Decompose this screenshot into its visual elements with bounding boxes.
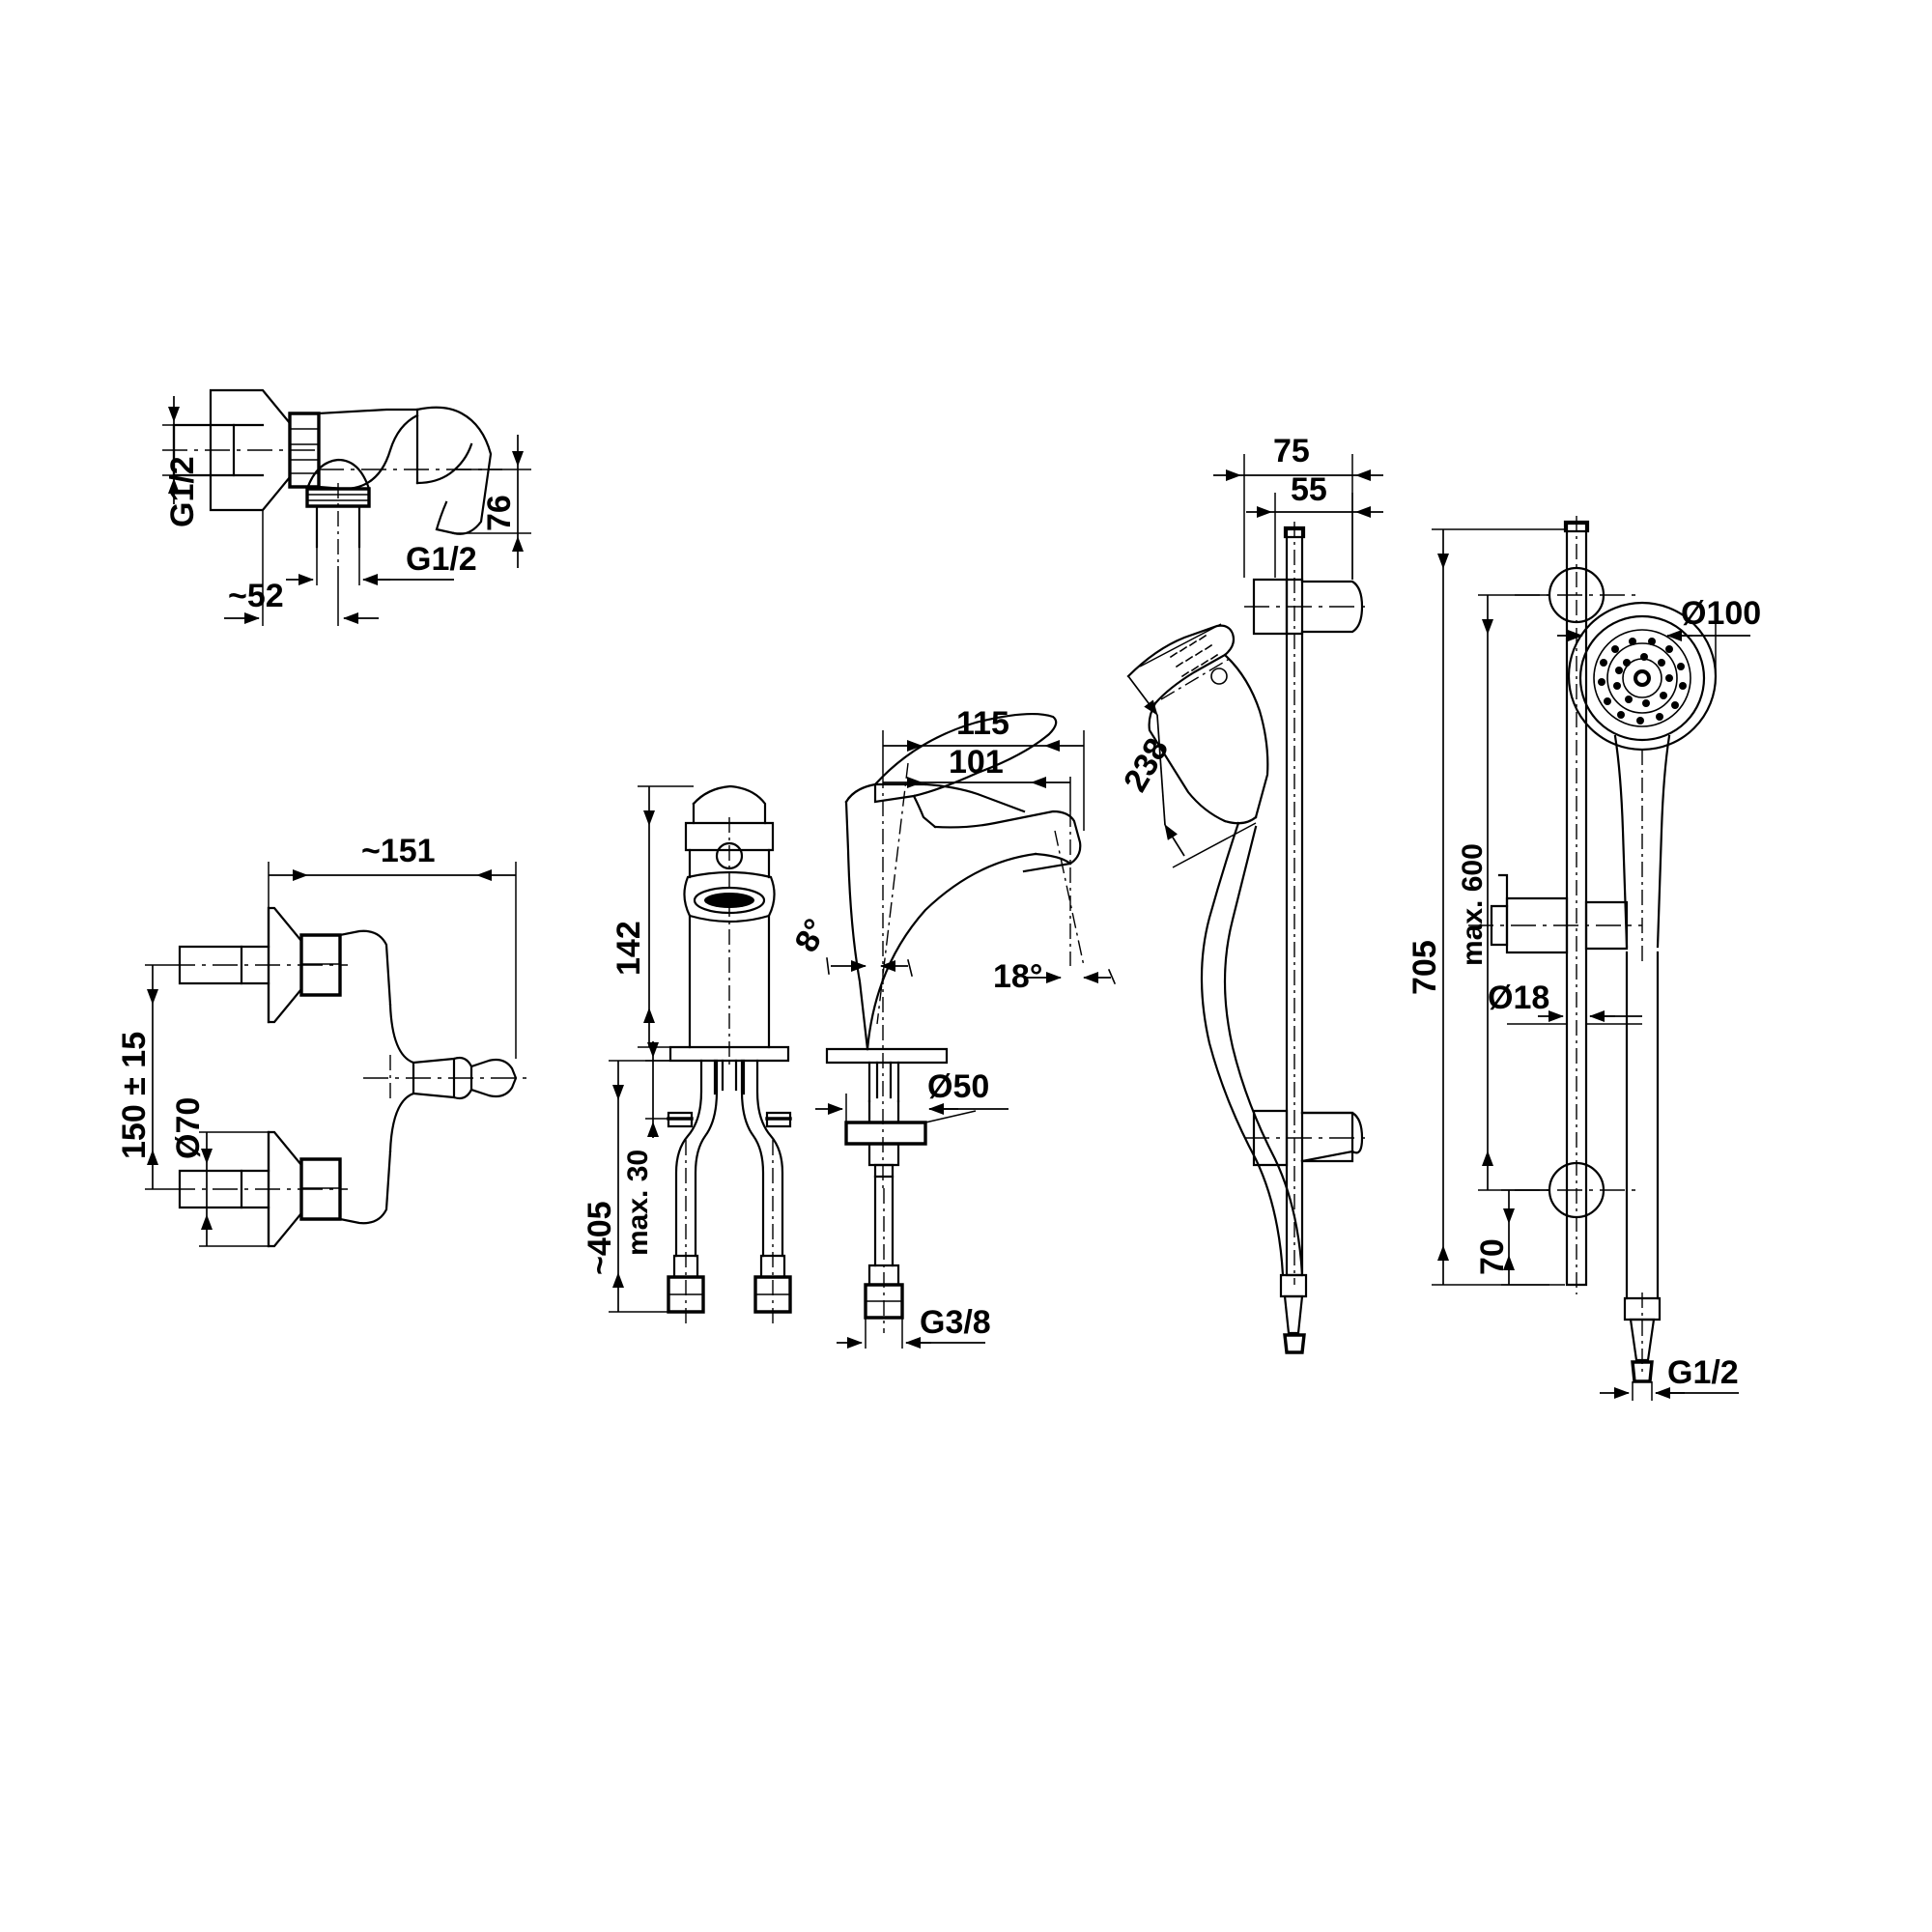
dim-label-angle-8: 8° — [788, 913, 836, 958]
dim-label-angle-18: 18° — [993, 958, 1042, 995]
view-shower-mixer-side: G1/2 76 G1/2 ~52 — [162, 388, 531, 626]
view-basin-mixer-side: 115 101 8° 18° Ø50 G3/8 — [788, 705, 1117, 1349]
dim-label-height-142: 142 — [611, 921, 647, 976]
dim-label-depth-52: ~52 — [228, 578, 284, 614]
view-shower-mixer-front: ~151 150 ± 15 Ø70 — [116, 833, 529, 1248]
dim-label-total-405: ~405 — [582, 1201, 618, 1275]
view-basin-mixer-front: 142 ~405 max. 30 — [582, 784, 792, 1323]
dim-label-rosette-70: Ø70 — [170, 1097, 207, 1159]
dim-label-rail-dia-18: Ø18 — [1488, 980, 1549, 1016]
dim-label-lower-70: 70 — [1474, 1238, 1511, 1275]
dim-label-centres-150: 150 ± 15 — [116, 1032, 153, 1159]
dim-label-bracket-55: 55 — [1291, 471, 1327, 508]
view-shower-rail: Ø100 705 max. 600 Ø18 70 G1/2 — [1406, 516, 1761, 1401]
view-shower-set-hose: 75 55 238 — [1117, 433, 1383, 1354]
dim-label-bracket-75: 75 — [1273, 433, 1310, 469]
dim-label-head-100: Ø100 — [1681, 595, 1761, 632]
dim-label-spout-101: 101 — [949, 744, 1004, 781]
dim-label-width-151: ~151 — [361, 833, 436, 869]
dim-label-spout-115: 115 — [956, 705, 1009, 742]
dim-label-rail-705: 705 — [1406, 940, 1443, 995]
dim-label-outlet-thread: G1/2 — [406, 541, 477, 578]
dim-label-base-50: Ø50 — [927, 1068, 989, 1105]
dim-label-hose-thread: G1/2 — [1667, 1354, 1739, 1391]
dim-label-tail-thread: G3/8 — [920, 1304, 991, 1341]
dim-label-handset-238: 238 — [1117, 732, 1176, 798]
dim-label-inlet-thread: G1/2 — [164, 456, 201, 527]
dim-label-height-76: 76 — [481, 495, 518, 531]
dim-label-worktop-max30: max. 30 — [622, 1150, 654, 1256]
dim-label-slide-600: max. 600 — [1457, 843, 1489, 966]
